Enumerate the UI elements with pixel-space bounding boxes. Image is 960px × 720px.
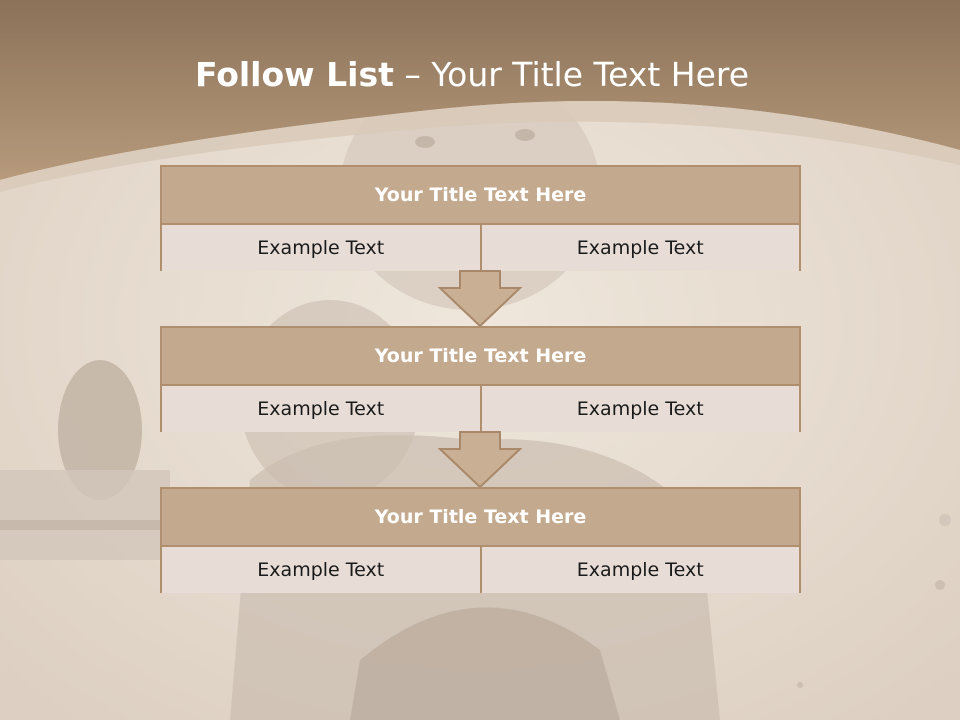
step-left-text: Example Text — [162, 547, 480, 593]
step-block-3: Your Title Text Here Example Text Exampl… — [160, 487, 801, 593]
step-row: Example Text Example Text — [162, 386, 799, 432]
title-bold: Follow List — [194, 55, 394, 94]
step-title: Your Title Text Here — [162, 167, 799, 225]
step-title: Your Title Text Here — [162, 328, 799, 386]
step-right-text: Example Text — [479, 225, 799, 271]
step-title: Your Title Text Here — [162, 489, 799, 547]
step-left-text: Example Text — [162, 386, 480, 432]
slide-title: Follow List – Your Title Text Here — [0, 52, 944, 98]
step-block-1: Your Title Text Here Example Text Exampl… — [160, 165, 801, 271]
down-arrow-icon — [438, 270, 522, 328]
step-row: Example Text Example Text — [162, 225, 799, 271]
header-band — [0, 0, 960, 192]
step-left-text: Example Text — [162, 225, 480, 271]
step-row: Example Text Example Text — [162, 547, 799, 593]
step-right-text: Example Text — [479, 386, 799, 432]
down-arrow-icon — [438, 431, 522, 489]
title-rest: – Your Title Text Here — [393, 55, 750, 94]
step-right-text: Example Text — [479, 547, 799, 593]
step-block-2: Your Title Text Here Example Text Exampl… — [160, 326, 801, 432]
